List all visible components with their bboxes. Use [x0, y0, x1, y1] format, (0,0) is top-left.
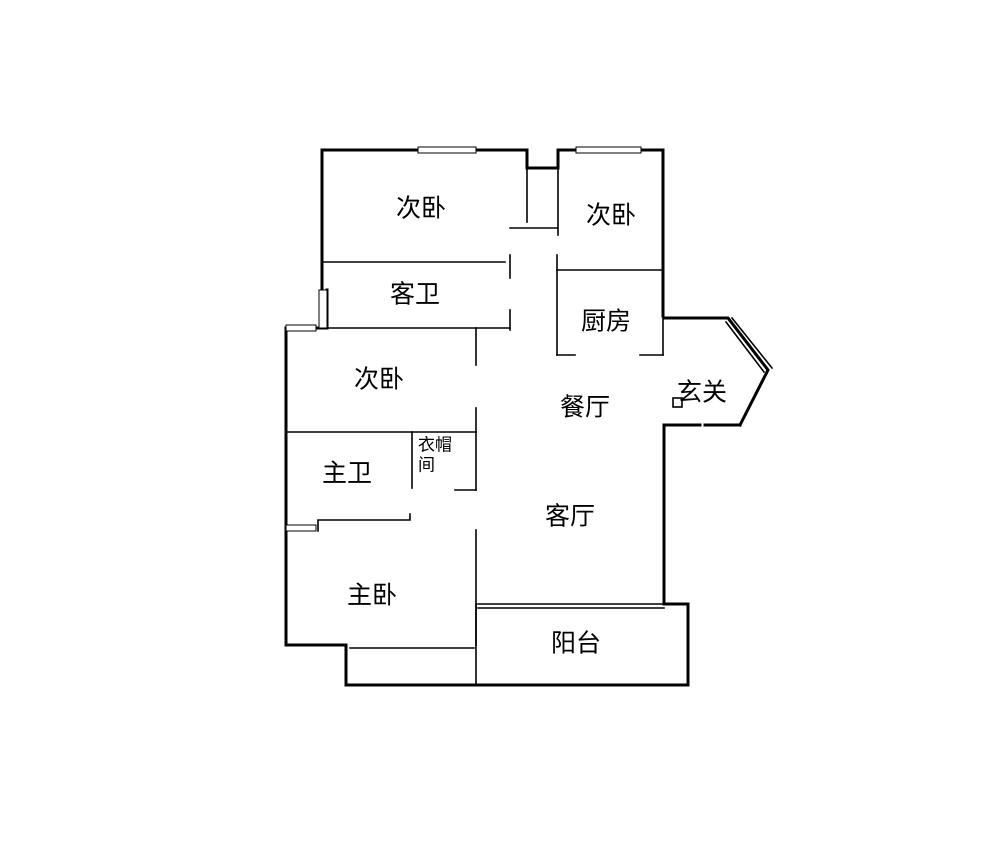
- wall-step-left: [284, 326, 329, 647]
- interior-walls: [285, 167, 683, 686]
- window-left-bedroom: [285, 324, 317, 332]
- wall-bottom-left: [284, 602, 690, 687]
- label-master-bath: 主卫: [322, 459, 372, 488]
- room-labels: 次卧 次卧 客卫 厨房 次卧 餐厅 玄关 主卫 衣帽 间 客厅 主卧 阳台: [322, 194, 727, 658]
- label-master-bedroom: 主卧: [347, 581, 397, 610]
- window-top-right: [575, 146, 642, 154]
- window-bay-line: [730, 316, 774, 370]
- wall-bay: [662, 316, 770, 428]
- label-guest-bath: 客卫: [390, 280, 440, 309]
- label-bedroom-top-left: 次卧: [396, 194, 446, 223]
- entrance-marker: [672, 397, 683, 408]
- window-top-left: [417, 146, 477, 154]
- label-bedroom-middle-left: 次卧: [354, 365, 404, 394]
- label-bedroom-top-right: 次卧: [586, 201, 636, 230]
- label-kitchen: 厨房: [581, 307, 631, 336]
- wall-top-left: [320, 148, 665, 318]
- label-cloakroom-line2: 间: [418, 456, 435, 476]
- window-bay-line-2: [724, 320, 766, 374]
- label-dining-room: 餐厅: [560, 393, 610, 422]
- label-cloakroom-line1: 衣帽: [418, 436, 452, 456]
- windows: [285, 146, 774, 649]
- window-master-bath: [285, 524, 317, 532]
- window-left-bath: [318, 289, 328, 329]
- wall-master-bath-bottom: [317, 513, 411, 532]
- label-living-room: 客厅: [545, 502, 595, 531]
- label-entrance: 玄关: [677, 378, 727, 407]
- label-balcony: 阳台: [551, 629, 601, 658]
